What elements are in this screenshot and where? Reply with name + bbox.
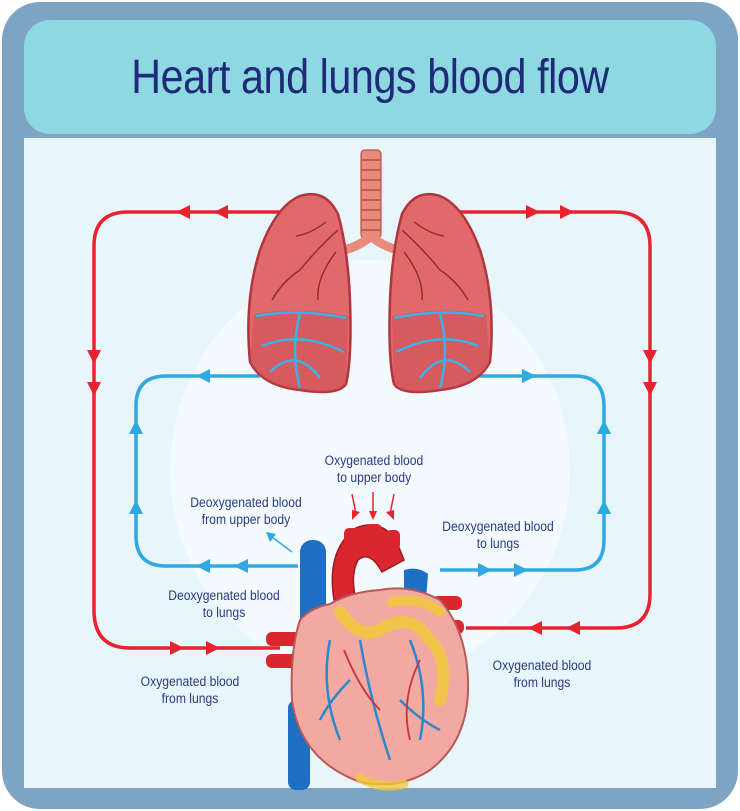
label-line: Oxygenated blood xyxy=(140,674,240,689)
arrow-icon xyxy=(87,382,101,396)
arrow-icon xyxy=(234,559,248,573)
arrow-icon xyxy=(597,420,611,434)
arrow-icon xyxy=(389,493,395,515)
arrow-icon xyxy=(643,382,657,396)
arrow-icon xyxy=(196,559,210,573)
arrow-icon xyxy=(87,350,101,364)
page-title: Heart and lungs blood flow xyxy=(131,50,609,104)
deoxygenated-loop-left xyxy=(134,374,298,568)
label-oxy-from-lungs-right: Oxygenated blood from lungs xyxy=(481,657,603,691)
arrow-icon xyxy=(176,205,190,219)
label-line: to upper body xyxy=(336,470,412,485)
lungs-icon xyxy=(247,192,493,394)
label-line: to lungs xyxy=(202,605,246,620)
arrow-icon xyxy=(522,369,536,383)
arrow-icon xyxy=(526,205,540,219)
arrow-icon xyxy=(351,493,357,515)
title-band xyxy=(24,20,716,134)
label-deoxy-to-lungs-left: Deoxygenated blood to lungs xyxy=(157,587,290,621)
label-line: to lungs xyxy=(476,536,520,551)
arrow-icon xyxy=(478,563,492,577)
arrow-icon xyxy=(170,641,184,655)
arrow-icon xyxy=(206,641,220,655)
label-deoxy-to-lungs-right: Deoxygenated blood to lungs xyxy=(431,518,564,552)
deoxygenated-loop-right xyxy=(440,374,606,572)
label-line: Deoxygenated blood xyxy=(190,495,302,510)
label-oxy-from-lungs-left: Oxygenated blood from lungs xyxy=(129,673,251,707)
arrow-icon xyxy=(597,500,611,514)
oxygenated-loop-left xyxy=(92,210,300,650)
arrow-icon xyxy=(566,621,580,635)
label-line: Deoxygenated blood xyxy=(442,519,554,534)
label-line: from lungs xyxy=(513,675,571,690)
arrow-icon xyxy=(214,205,228,219)
label-line: Deoxygenated blood xyxy=(168,588,280,603)
label-line: from upper body xyxy=(201,512,291,527)
heart-icon xyxy=(266,524,470,791)
arrow-icon xyxy=(196,369,210,383)
arrow-icon xyxy=(129,500,143,514)
arrow-icon xyxy=(514,563,528,577)
arrow-icon xyxy=(129,420,143,434)
label-line: Oxygenated blood xyxy=(492,658,592,673)
arrow-icon xyxy=(528,621,542,635)
oxygenated-loop-right xyxy=(440,210,652,630)
label-line: from lungs xyxy=(161,691,219,706)
arrow-icon xyxy=(643,350,657,364)
label-line: Oxygenated blood xyxy=(324,453,424,468)
label-oxy-upper-body: Oxygenated blood to upper body xyxy=(313,452,435,486)
arrow-icon xyxy=(266,532,276,542)
arrow-icon xyxy=(560,205,574,219)
label-deoxy-from-upper-body: Deoxygenated blood from upper body xyxy=(179,494,312,528)
